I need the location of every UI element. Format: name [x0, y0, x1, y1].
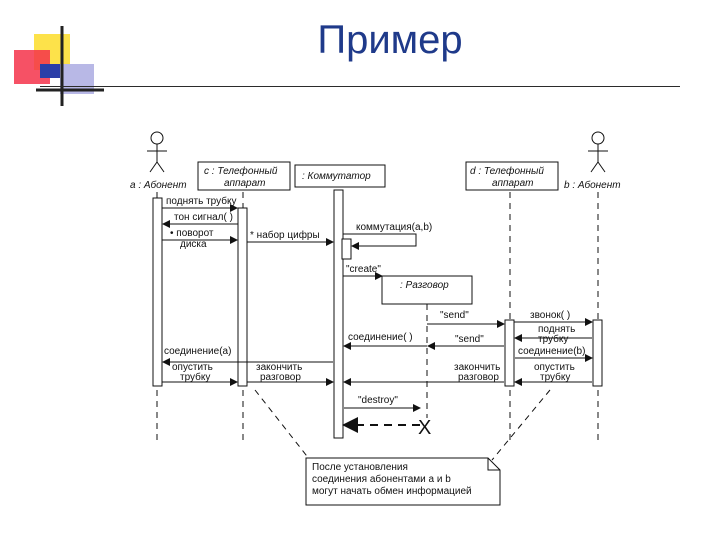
actor-a-icon — [147, 131, 167, 173]
actor-b-icon — [588, 131, 608, 173]
msg-rotate-dial-label-2: диска — [180, 239, 207, 250]
msg-end-conv-1-label-1: закончить — [256, 362, 302, 373]
note-box — [305, 457, 501, 506]
sequence-diagram: a : Абонент с : Телефонный аппарат : Ком… — [130, 131, 621, 506]
note-fold — [487, 458, 500, 471]
msg-rotate-dial-label-1: • поворот — [170, 228, 214, 239]
note-line-3: могут начать обмен информацией — [312, 485, 472, 497]
lifeline-a-label: a : Абонент — [130, 179, 187, 191]
msg-end-conv-2-label-1: закончить — [454, 362, 500, 373]
msg-lift-handset-label: поднять трубку — [166, 195, 236, 207]
msg-connection-b-label: соединение(b) — [518, 346, 585, 357]
msg-end-conv-2-label-2: разговор — [458, 372, 499, 383]
lifeline-switch-label: : Коммутатор — [302, 171, 371, 182]
lifeline-c-label-1: с : Телефонный — [204, 165, 278, 177]
msg-dial-tone-label: тон сигнал( ) — [174, 212, 233, 223]
msg-ring-label: звонок( ) — [530, 310, 570, 321]
conversation-box — [381, 275, 473, 305]
note-connector-left — [254, 389, 311, 461]
destroy-mark: X — [418, 417, 431, 439]
msg-dial-digits-label: * набор цифры — [250, 229, 320, 241]
msg-destroy-label: "destroy" — [358, 395, 398, 406]
activation-switch-nested — [341, 238, 352, 260]
activation-switch — [333, 189, 344, 439]
title-divider — [40, 86, 680, 87]
conversation-label: : Разговор — [400, 280, 449, 291]
lifeline-d-label-2: аппарат — [492, 178, 533, 189]
msg-hang-up-b-label-2: трубку — [540, 371, 570, 383]
msg-send-2-label: "send" — [455, 334, 484, 345]
activation-d — [504, 319, 515, 387]
note-line-1: После установления — [312, 462, 408, 473]
msg-switching-label: коммутация(a,b) — [356, 222, 432, 233]
msg-switching-arrow — [343, 233, 417, 250]
page-title: Пример — [317, 18, 463, 62]
msg-send-1-label: "send" — [440, 310, 469, 321]
note-line-2: соединения абонентами a и b — [312, 473, 451, 485]
lifeline-b-label: b : Абонент — [564, 179, 621, 191]
note-connector-right — [491, 389, 551, 461]
msg-hang-up-b-label-1: опустить — [534, 362, 575, 373]
lifeline-c-box — [197, 161, 291, 191]
msg-connection-label: соединение( ) — [348, 332, 413, 343]
activation-a — [152, 197, 163, 387]
logo-blue-square — [40, 64, 60, 78]
msg-connection-a-label: соединение(a) — [164, 346, 231, 357]
msg-lift-b-label-1: поднять — [538, 324, 575, 335]
activation-c — [237, 207, 248, 387]
msg-lift-b-label-2: трубку — [538, 333, 568, 345]
lifeline-switch-box — [294, 164, 386, 188]
activation-b — [592, 319, 603, 387]
lifeline-c-label-2: аппарат — [224, 178, 265, 189]
msg-hang-up-a-label-2: трубку — [180, 371, 210, 383]
msg-end-conv-1-label-2: разговор — [260, 372, 301, 383]
msg-create-label: "create" — [346, 264, 381, 275]
lifeline-d-box — [465, 161, 559, 191]
lifeline-d-label-1: d : Телефонный — [470, 165, 544, 177]
slide-logo — [14, 26, 104, 106]
msg-hang-up-a-label-1: опустить — [172, 362, 213, 373]
